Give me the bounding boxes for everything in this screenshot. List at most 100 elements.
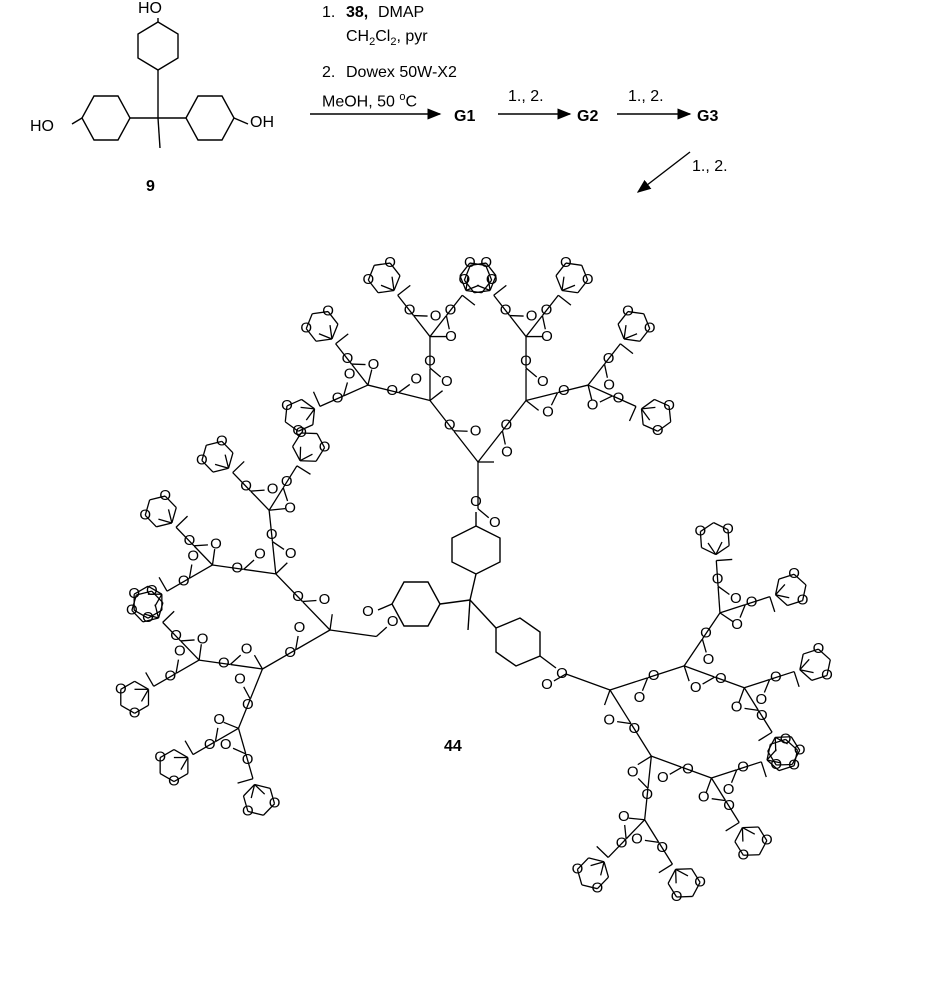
methyl-bond xyxy=(276,563,288,574)
repeat-label-g3-44: 1., 2. xyxy=(692,158,728,176)
oxygen-atom-label: O xyxy=(139,506,151,523)
carbonyl-bond xyxy=(215,728,217,742)
product-44-core xyxy=(378,512,556,668)
branch-bond xyxy=(344,385,368,396)
oxygen-atom-label: O xyxy=(187,548,199,565)
acetonide-ring-bond xyxy=(229,453,233,468)
carbonyl-bond xyxy=(296,636,298,650)
branch-bond xyxy=(272,542,275,574)
carbonyl-bond xyxy=(230,655,240,664)
acetonide-ring-bond xyxy=(135,681,149,689)
ester-bond xyxy=(330,630,376,637)
carbonyl-bond xyxy=(176,660,178,674)
oxygen-atom-label: O xyxy=(459,271,471,288)
oxygen-atom-label: O xyxy=(269,795,281,812)
oxygen-atom-label: O xyxy=(220,736,232,753)
methyl-bond xyxy=(726,823,740,831)
oxygen-atom-label: O xyxy=(362,271,374,288)
oxygen-atom-label: O xyxy=(241,641,253,658)
gem-dimethyl-bond xyxy=(562,285,575,290)
acetonide-ring-bond xyxy=(172,508,176,523)
methyl-bond xyxy=(336,334,349,344)
oxygen-atom-label: O xyxy=(129,704,141,721)
branch-bond xyxy=(231,665,263,669)
step2-conditions: MeOH, 50 oC xyxy=(322,88,417,111)
core-left-ring xyxy=(392,582,440,626)
methyl-bond xyxy=(430,391,443,401)
branch-bond xyxy=(244,569,276,573)
acetonide-ring-bond xyxy=(735,828,743,842)
oxygen-atom-label: O xyxy=(572,860,584,877)
oxygen-atom-label: O xyxy=(641,786,653,803)
g3-to-44-arrow xyxy=(638,152,690,192)
oxygen-atom-label: O xyxy=(821,666,833,683)
acetonide-ring-bond xyxy=(293,447,301,461)
branch-bond xyxy=(588,364,604,385)
oxygen-atom-label: O xyxy=(168,772,180,789)
oxygen-atom-label: O xyxy=(770,756,782,773)
step2-number: 2. xyxy=(322,64,335,82)
oxygen-atom-label: O xyxy=(319,439,331,456)
acetonide-ring-bond xyxy=(300,461,316,462)
gem-dimethyl-bond xyxy=(300,454,312,461)
oxygen-atom-label: O xyxy=(387,613,399,630)
oxygen-atom-label: O xyxy=(634,689,646,706)
gem-dimethyl-bond xyxy=(141,689,148,701)
oxygen-atom-label: O xyxy=(480,254,492,271)
gem-dimethyl-bond xyxy=(330,325,332,339)
gem-dimethyl-bond xyxy=(591,862,604,866)
carbonyl-bond xyxy=(600,396,613,402)
oxygen-atom-label: O xyxy=(424,353,436,370)
oxygen-atom-label: O xyxy=(267,481,279,498)
oxygen-atom-label: O xyxy=(770,668,782,685)
methyl-bond xyxy=(146,672,154,686)
compound-9-structure xyxy=(72,18,248,148)
oxygen-atom-label: O xyxy=(204,736,216,753)
oxygen-atom-label: O xyxy=(295,424,307,441)
branch-bond xyxy=(711,770,736,778)
acetonide-ring-bond xyxy=(174,750,188,758)
carbonyl-bond xyxy=(703,677,715,684)
oxygen-atom-label: O xyxy=(556,665,568,682)
oxygen-atom-label: O xyxy=(285,545,297,562)
carbonyl-bond xyxy=(244,560,254,569)
carbonyl-bond xyxy=(181,640,195,641)
oxygen-atom-label: O xyxy=(464,254,476,271)
gem-dimethyl-bond xyxy=(215,464,228,468)
oxygen-atom-label: O xyxy=(700,625,712,642)
acetonide-ring-bond xyxy=(742,827,758,828)
oxygen-atom-label: O xyxy=(558,382,570,399)
branch-bond xyxy=(718,587,720,613)
oxygen-atom-label: O xyxy=(319,591,331,608)
oxygen-atom-label: O xyxy=(486,271,498,288)
oxygen-atom-label: O xyxy=(242,802,254,819)
oxygen-atom-label: O xyxy=(213,711,225,728)
oxygen-atom-label: O xyxy=(592,880,604,897)
acetonide-ring-bond xyxy=(668,869,676,883)
acetonide-ring-bond xyxy=(562,291,578,293)
oxygen-atom-label: O xyxy=(240,477,252,494)
branch-bond xyxy=(651,756,681,767)
oxygen-atom-label: O xyxy=(603,350,615,367)
acetonide-ring-bond xyxy=(604,862,608,877)
oxygen-atom-label: O xyxy=(284,500,296,517)
oxygen-atom-label: O xyxy=(603,712,615,729)
oxygen-atom-label: O xyxy=(281,473,293,490)
methyl-bond xyxy=(269,509,285,511)
acetonide-ring-bond xyxy=(316,339,332,341)
right-hydroxyl-label: OH xyxy=(250,114,274,132)
oxygen-atom-label: O xyxy=(682,760,694,777)
branch-bond xyxy=(684,639,702,666)
methyl-bond xyxy=(398,285,411,295)
acetonide-ring-bond xyxy=(624,339,640,341)
oxygen-atom-label: O xyxy=(788,565,800,582)
oxygen-atom-label: O xyxy=(712,571,724,588)
methyl-bond xyxy=(462,295,475,305)
methyl-bond xyxy=(185,741,193,755)
gem-dimethyl-bond xyxy=(624,325,626,339)
generation-g1: G1 xyxy=(454,108,475,126)
acetonide-ring-bond xyxy=(332,324,338,339)
oxygen-atom-label: O xyxy=(146,582,158,599)
oxygen-atom-label: O xyxy=(216,432,228,449)
